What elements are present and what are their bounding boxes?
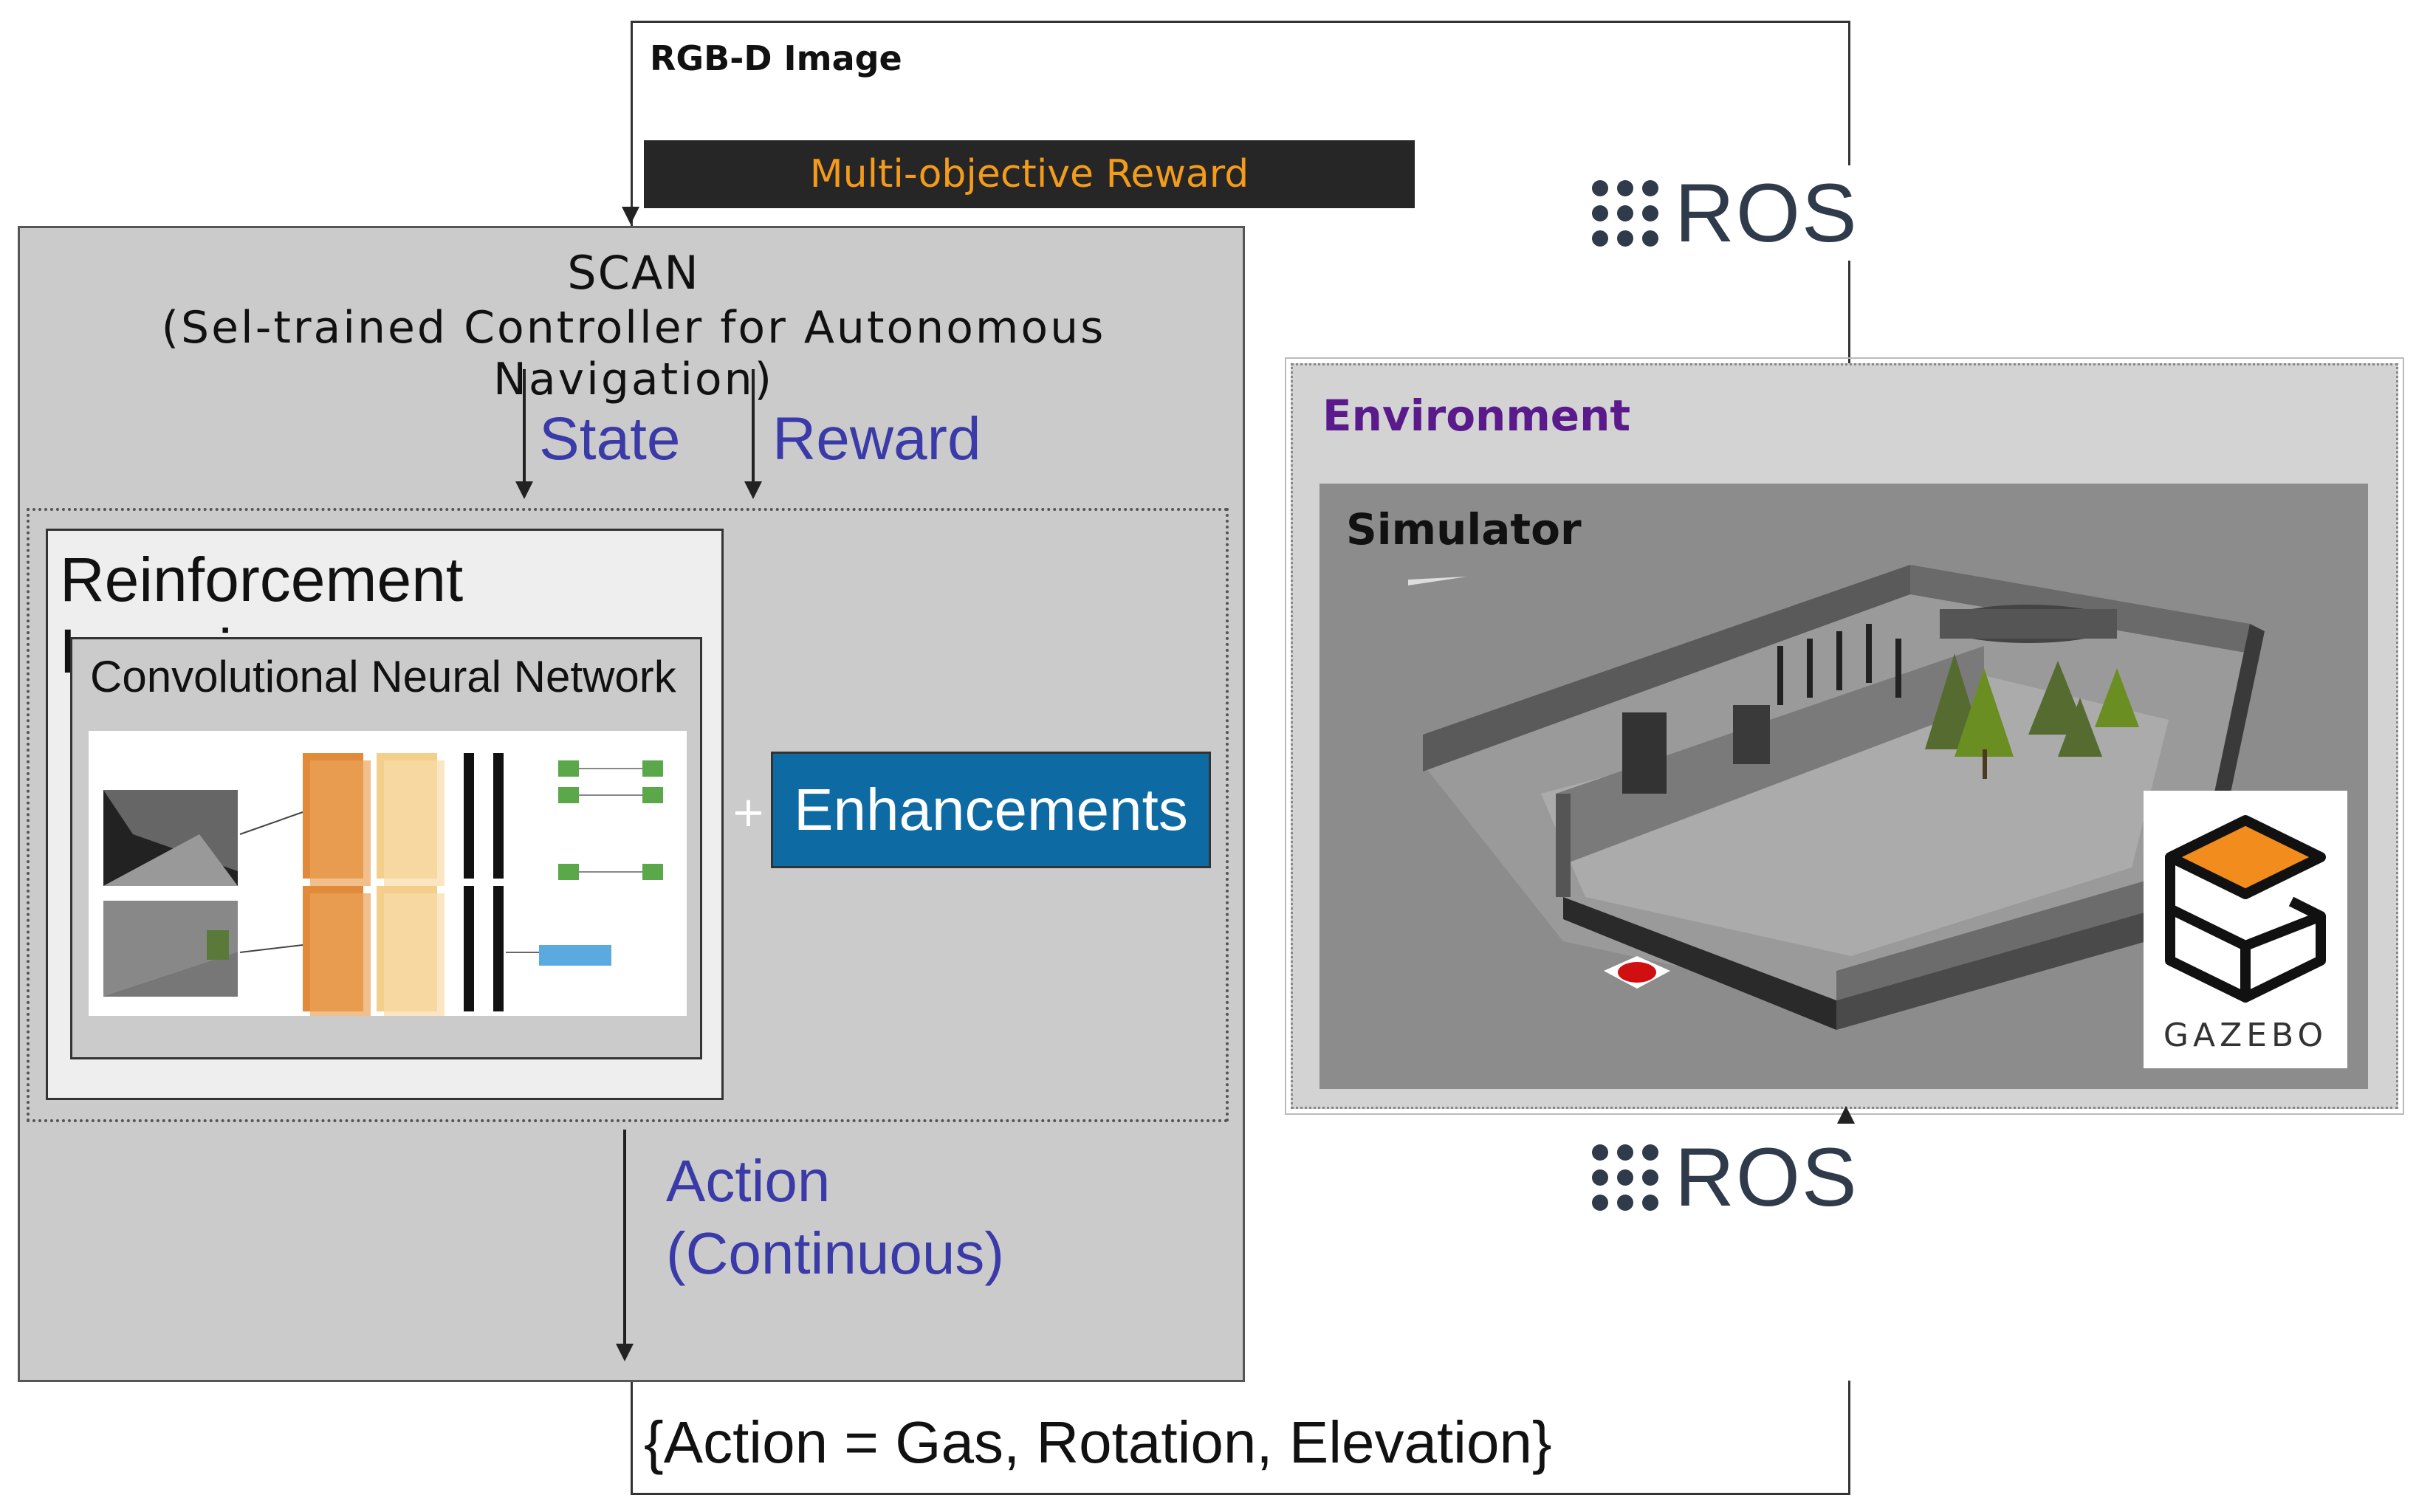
- gazebo-logo-icon: [2165, 815, 2326, 1003]
- rl-box: Reinforcement Learning Convolutional Neu…: [46, 529, 724, 1100]
- rl-dotted-region: [27, 508, 1229, 1122]
- action-label: Action: [666, 1148, 831, 1214]
- cnn-box: Convolutional Neural Network: [70, 637, 702, 1059]
- action-continuous-label: (Continuous): [666, 1220, 1005, 1286]
- reward-bar: Multi-objective Reward: [644, 140, 1415, 208]
- ros-dots-icon: [1592, 179, 1658, 247]
- rgbd-image-label: RGB-D Image: [650, 38, 902, 78]
- enhancements-box: Enhancements: [771, 752, 1211, 868]
- state-arrow: [515, 369, 533, 499]
- environment-title: Environment: [1322, 391, 1631, 441]
- plus-sign: +: [731, 788, 766, 836]
- env-action-arrow: [1837, 1106, 1855, 1124]
- simulation-scene: [1408, 565, 2265, 1030]
- reward-label: Reward: [772, 405, 981, 472]
- ros-label-top: ROS: [1675, 167, 1859, 259]
- scan-title: SCAN: [567, 246, 700, 300]
- ros-logo-bottom: ROS: [1588, 1130, 1863, 1225]
- cnn-architecture-image: [89, 731, 687, 1019]
- environment-box: Environment Simulator: [1285, 357, 2404, 1115]
- gazebo-logo-text: GAZEBO: [2163, 1017, 2328, 1054]
- simulator-label: Simulator: [1346, 504, 1582, 554]
- action-set-label: {Action = Gas, Rotation, Elevation}: [644, 1409, 1552, 1475]
- scan-subtitle: (Sel-trained Controller for Autonomous N…: [161, 302, 1106, 405]
- ros-label-bottom: ROS: [1675, 1131, 1859, 1223]
- gazebo-logo: GAZEBO: [2144, 791, 2347, 1068]
- state-label: State: [539, 405, 681, 472]
- ros-dots-icon: [1592, 1144, 1658, 1211]
- rgbd-arrow: [622, 207, 639, 224]
- reward-bar-label: Multi-objective Reward: [809, 152, 1249, 196]
- robot-target-icon: [1604, 956, 1670, 989]
- simulator-panel: Simulator: [1319, 484, 2368, 1089]
- action-arrow: [616, 1130, 634, 1361]
- reward-arrow: [744, 369, 762, 499]
- cnn-title: Convolutional Neural Network: [90, 652, 676, 701]
- ros-logo-top: ROS: [1588, 165, 1863, 261]
- cnn-architecture-diagram: [103, 753, 663, 1019]
- enhancements-label: Enhancements: [794, 777, 1188, 842]
- loop-bottom-frame: [631, 1381, 1850, 1495]
